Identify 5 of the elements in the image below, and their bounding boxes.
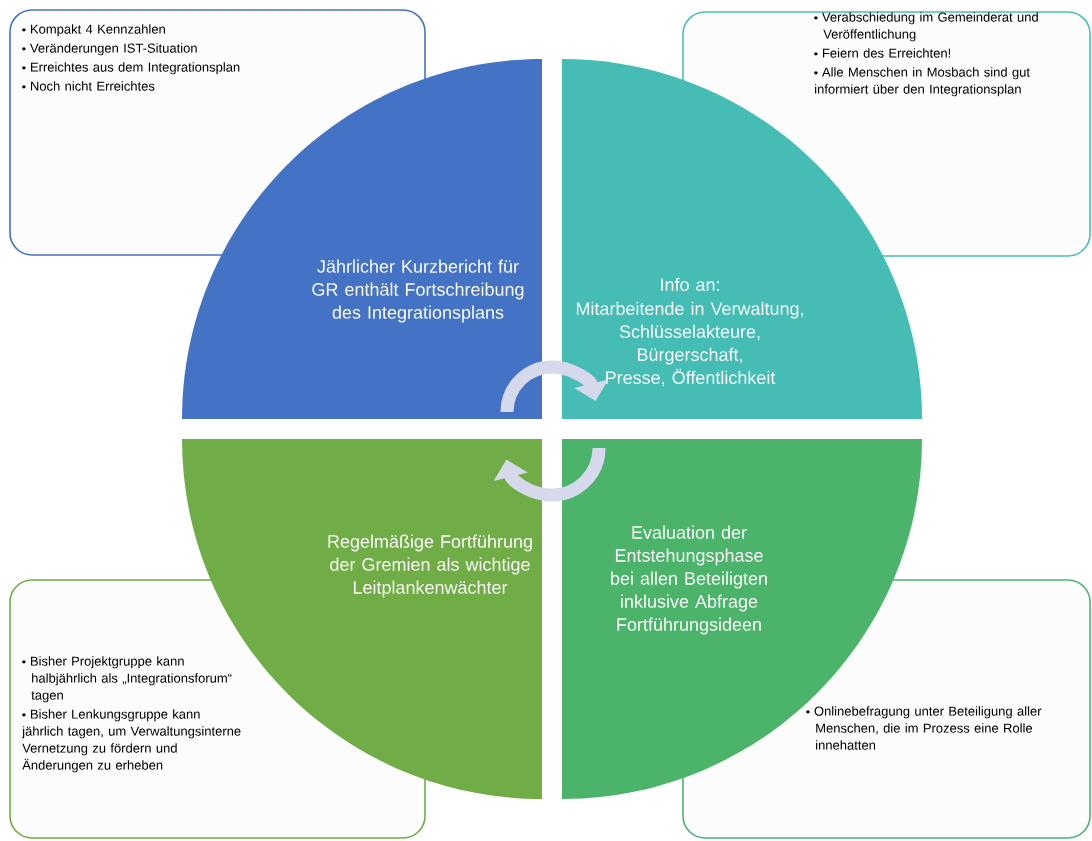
bullet-item: Verabschiedung im Gemeinderat und Veröffentlichung xyxy=(814,12,1038,42)
bullet-item: Veränderungen IST-Situation xyxy=(22,43,197,56)
bullet-item: Feiern des Erreichten! xyxy=(814,48,951,58)
bullet-item: Noch nicht Erreichtes xyxy=(22,81,155,91)
bullet-item: Kompakt 4 Kennzahlen xyxy=(22,24,165,37)
